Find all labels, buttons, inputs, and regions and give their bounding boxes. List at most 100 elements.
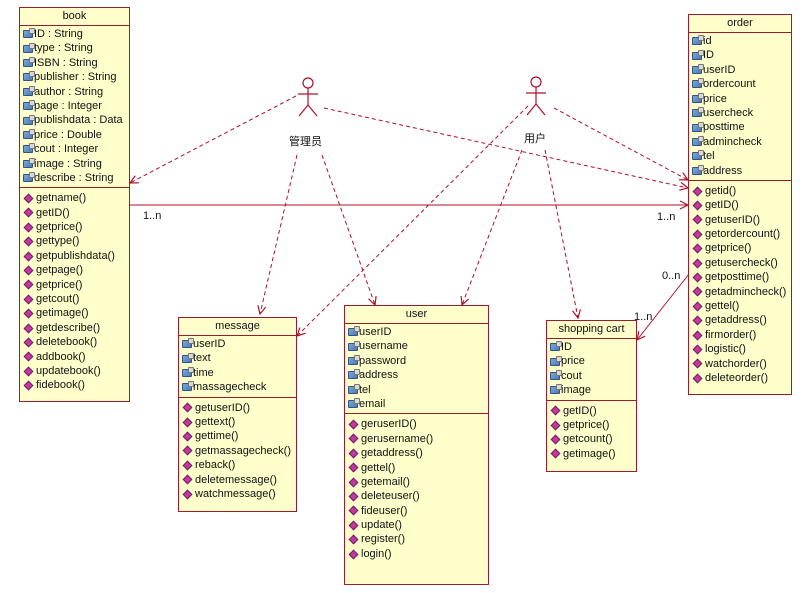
attribute-row: massagecheck (179, 380, 296, 394)
attribute-icon (550, 384, 562, 395)
operation-label: getcout() (36, 293, 80, 306)
attribute-icon (182, 381, 194, 392)
operation-row: update() (345, 518, 488, 532)
operation-icon (23, 351, 34, 362)
operation-icon (23, 380, 34, 391)
attribute-icon (23, 42, 35, 53)
operation-icon (348, 491, 359, 502)
operation-label: getaddress() (705, 314, 767, 327)
operation-row: getpublishdata() (20, 249, 129, 263)
operation-icon (692, 258, 703, 268)
operation-row: getadmincheck() (689, 285, 791, 299)
operation-icon (692, 186, 703, 197)
attribute-icon (550, 355, 562, 366)
operation-label: update() (361, 519, 402, 532)
attribute-icon (348, 383, 360, 394)
operation-label: logistic() (705, 343, 746, 356)
operation-row: geruserID() (345, 417, 488, 431)
dep-admin-user (321, 154, 375, 305)
class-title: message (179, 318, 296, 336)
operation-row: getprice() (547, 418, 636, 432)
attribute-label: id (703, 35, 712, 47)
operation-icon (348, 419, 359, 430)
attribute-icon (348, 369, 360, 380)
attribute-icon (550, 341, 562, 352)
operation-row: register() (345, 532, 488, 546)
attribute-icon (23, 56, 35, 67)
operation-icon (348, 520, 359, 531)
operation-row: getid() (689, 184, 791, 198)
operation-icon (692, 344, 703, 355)
attribute-label: address (703, 164, 743, 177)
class-title: user (345, 306, 488, 324)
attribute-icon (23, 172, 35, 183)
operation-icon (692, 301, 703, 312)
operation-label: getadmincheck() (705, 285, 787, 298)
operation-compartment: getID()getprice()getcount()getimage() (547, 401, 636, 464)
attribute-label: describe : String (34, 171, 114, 184)
operation-label: getpage() (36, 264, 84, 277)
operation-icon (23, 251, 34, 261)
attribute-row: userID (689, 63, 791, 77)
dep-user-message (297, 105, 529, 336)
operation-row: getID() (689, 198, 791, 212)
operation-label: deletemessage() (195, 473, 277, 486)
attribute-label: email (359, 397, 386, 410)
attribute-icon (23, 114, 35, 125)
operation-label: getdescribe() (36, 321, 101, 334)
operation-row: gettype() (20, 234, 129, 248)
attribute-icon (692, 78, 704, 89)
operation-icon (550, 405, 561, 416)
attribute-row: ID : String (20, 27, 129, 41)
attribute-label: username (359, 340, 408, 353)
operation-label: getID() (705, 199, 739, 212)
operation-label: getmassagecheck() (195, 444, 291, 457)
operation-label: getuserID() (195, 401, 251, 414)
attribute-row: ordercount (689, 77, 791, 91)
operation-label: getemail() (361, 475, 410, 488)
operation-row: getordercount() (689, 227, 791, 241)
attribute-row: time (179, 366, 296, 380)
attribute-label: admincheck (703, 135, 762, 148)
operation-row: getprice() (20, 220, 129, 234)
attribute-row: password (345, 354, 488, 368)
operation-label: getcount() (563, 433, 613, 446)
operation-icon (692, 243, 703, 254)
attribute-icon (692, 35, 704, 46)
dep-user-order (553, 107, 688, 180)
attribute-label: ordercount (703, 78, 756, 91)
operation-icon (550, 420, 561, 431)
operation-icon (348, 477, 359, 488)
operation-row: addbook() (20, 350, 129, 364)
operation-row: getcout() (20, 292, 129, 306)
operation-label: getid() (705, 184, 737, 197)
attribute-label: ID : String (34, 28, 83, 40)
attribute-label: cout : Integer (34, 143, 99, 156)
operation-row: getmassagecheck() (179, 444, 296, 458)
attribute-row: publishdata : Data (20, 113, 129, 127)
attribute-label: posttime (703, 121, 745, 134)
operation-row: deletemessage() (179, 473, 296, 487)
actor-admin-label: 管理员 (289, 136, 322, 148)
operation-compartment: getname()getID()getprice()gettype()getpu… (20, 188, 129, 394)
dep-admin-book (130, 95, 297, 183)
operation-label: deleteorder() (705, 371, 768, 384)
mult-order-cart-bottom: 1..n (634, 311, 653, 323)
attribute-label: ISBN : String (34, 56, 98, 69)
operation-label: getposttime() (705, 271, 770, 284)
attribute-row: price : Double (20, 128, 129, 142)
operation-row: login() (345, 547, 488, 561)
operation-label: addbook() (36, 350, 86, 363)
attribute-row: author : String (20, 85, 129, 99)
attribute-icon (550, 369, 562, 380)
attribute-row: image (547, 383, 636, 397)
operation-icon (692, 272, 703, 283)
